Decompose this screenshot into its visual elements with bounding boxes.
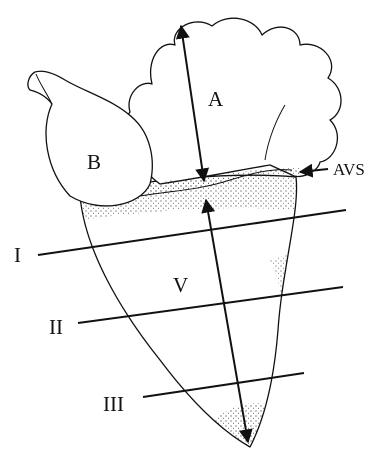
av-junction-line [139,169,293,197]
label-section-1: I [14,243,21,267]
section-line-3 [142,372,305,398]
section-line-2 [77,286,344,324]
atrium-fold [264,104,286,161]
label-avs: AVS [333,160,365,179]
atrium-shape [127,17,342,185]
label-section-3: III [103,392,124,416]
bulbus-inner-edge [35,73,53,105]
label-atrium: A [208,87,224,111]
label-section-2: II [49,315,63,339]
atrium-length-arrow [175,24,210,183]
bulbus-shape [27,70,153,207]
label-ventricle: V [173,273,188,297]
avs-pointer-arrow [298,163,329,178]
section-line-1 [37,209,347,256]
ventricle-length-arrow [201,198,253,444]
label-bulbus: B [87,150,101,174]
